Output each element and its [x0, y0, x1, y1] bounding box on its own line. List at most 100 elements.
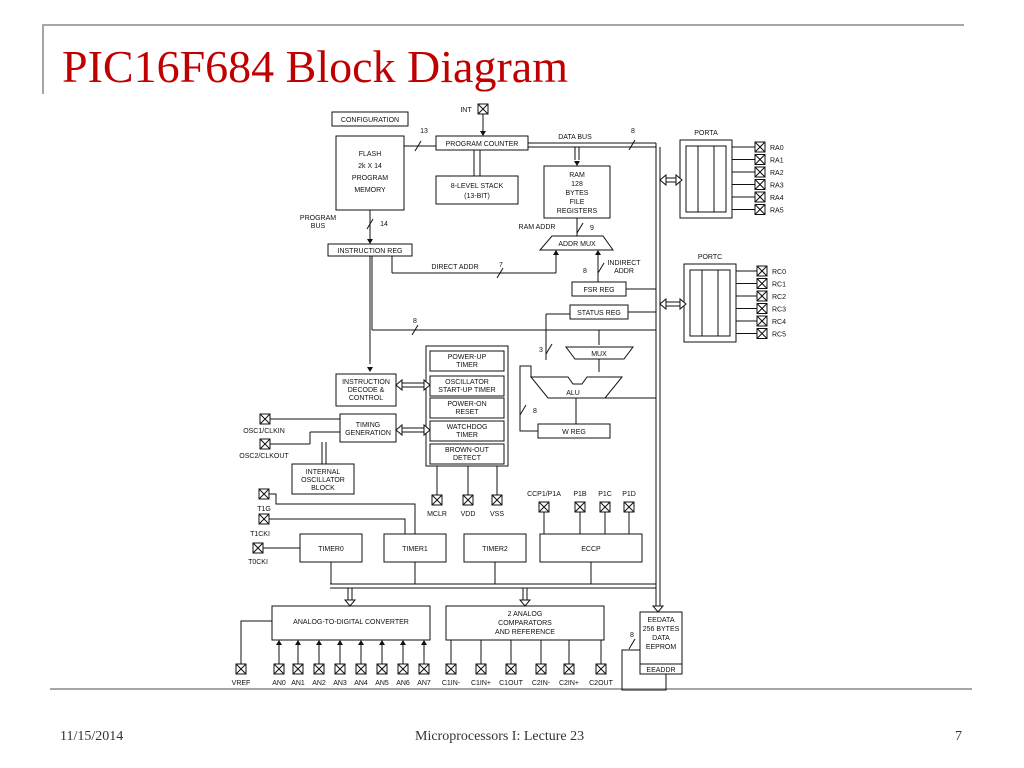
status-reg-label: STATUS REG	[577, 310, 621, 317]
comp-pin-5-label: C2OUT	[589, 680, 613, 687]
ir-decode-arrow	[367, 367, 373, 372]
comp-pin-0-label: C1IN-	[442, 680, 461, 687]
footer-lecture: Microprocessors I: Lecture 23	[415, 729, 585, 744]
instruction-decode-label-line-0: INSTRUCTION	[342, 379, 390, 386]
bus-width-8-top: 8	[631, 128, 635, 135]
analog-pin-7-cross-b	[418, 663, 430, 675]
ram-label-line-3: FILE	[570, 199, 585, 206]
indirect-addr-slash	[597, 262, 605, 274]
timing-generation-label-line-1: GENERATION	[345, 430, 391, 437]
mux-label: MUX	[591, 351, 607, 358]
portc-pin-5-label: RC5	[772, 332, 786, 339]
timing-power-link-head-l	[395, 423, 403, 437]
analog-pin-3-label: AN3	[333, 680, 347, 687]
program-bus-slash	[366, 218, 374, 230]
addr-mux-shape	[538, 235, 614, 251]
power-block-1	[429, 375, 505, 397]
analog-pin-0-cross-b	[273, 663, 285, 675]
power-block-2	[429, 397, 505, 419]
power-block-0-label-line-0: POWER-UP	[448, 354, 487, 361]
flash-pc-slash	[414, 140, 422, 152]
slide-left-rule	[42, 24, 44, 94]
analog-pin-3-arrow	[337, 640, 343, 645]
vref-wire	[240, 620, 272, 664]
portc-bus-link-head-l	[659, 297, 667, 311]
power-pin-1-label: VDD	[461, 511, 476, 518]
alu-shape	[529, 376, 624, 399]
alu-label: ALU	[566, 390, 580, 397]
power-block-0	[429, 350, 505, 372]
portc-label: PORTC	[698, 254, 722, 261]
eccp-pin-3-label: P1D	[622, 491, 636, 498]
comp-pin-1-label: C1IN+	[471, 680, 491, 687]
eeprom-label-line-3: EEPROM	[646, 644, 677, 651]
comp-pin-4-label: C2IN+	[559, 680, 579, 687]
timer2-label: TIMER2	[482, 546, 508, 553]
porta-label: PORTA	[694, 130, 718, 137]
osc1-label: OSC1/CLKIN	[243, 428, 285, 435]
comp-pin-2-cross-b	[505, 663, 517, 675]
vref-label: VREF	[232, 680, 251, 687]
t0cki-pin-cross-b	[252, 542, 264, 554]
porta-pin-3-label: RA3	[770, 183, 784, 190]
adc-bus-link-head	[343, 599, 357, 607]
slide-top-rule	[42, 24, 964, 26]
ram-box	[543, 165, 611, 219]
vref-pin-cross-b	[235, 663, 247, 675]
t1g-label: T1G	[257, 506, 271, 513]
flash-label-line-3: MEMORY	[354, 187, 386, 194]
instruction-decode-box	[335, 373, 397, 407]
power-pin-0-label: MCLR	[427, 511, 447, 518]
porta-pin-5-cross-b	[754, 204, 766, 215]
eccp-label: ECCP	[581, 546, 601, 553]
configuration-label: CONFIGURATION	[341, 117, 399, 124]
eeprom-label-line-0: EEDATA	[648, 617, 675, 624]
eeprom-addr-label: EEADDR	[646, 667, 675, 674]
osc1-pin-cross-b	[259, 413, 271, 425]
decode-power-link-head-r	[423, 378, 431, 392]
analog-pin-6-label: AN6	[396, 680, 410, 687]
porta-pin-5-label: RA5	[770, 208, 784, 215]
adc-label: ANALOG-TO-DIGITAL CONVERTER	[293, 619, 409, 626]
analog-pin-2-label: AN2	[312, 680, 326, 687]
analog-pin-0-arrow	[276, 640, 282, 645]
footer-date: 11/15/2014	[60, 729, 124, 744]
power-block-3-label-line-1: TIMER	[456, 432, 478, 439]
analog-pin-0-label: AN0	[272, 680, 286, 687]
comp-pin-4-cross-b	[563, 663, 575, 675]
timer0-box	[299, 533, 363, 563]
decode-power-link-head-l	[395, 378, 403, 392]
int-pin-cross-b	[477, 103, 489, 115]
indirect-addr-label-line-1: ADDR	[614, 268, 634, 275]
internal-osc-label-line-2: BLOCK	[311, 485, 335, 492]
t1cki-wire	[269, 518, 406, 534]
instruction-decode-label-line-1: DECODE &	[348, 387, 385, 394]
analog-pin-3-cross-b	[334, 663, 346, 675]
analog-pin-7-label: AN7	[417, 680, 431, 687]
analog-pin-4-label: AN4	[354, 680, 368, 687]
eccp-box	[539, 533, 643, 563]
porta-pin-2-cross-b	[754, 166, 766, 178]
ram-label-line-0: RAM	[569, 172, 585, 179]
power-pin-1-cross-b	[462, 494, 474, 506]
ram-bus-arrow	[574, 161, 580, 166]
power-block-0-label-line-1: TIMER	[456, 362, 478, 369]
eccp-pin-1-cross-b	[574, 501, 586, 513]
bus-width-8-fsr: 8	[583, 268, 587, 275]
t1g-pin-cross-b	[258, 488, 270, 500]
portc-pin-1-cross-b	[756, 278, 768, 289]
t0cki-label: T0CKI	[248, 559, 268, 566]
comp-bus-link-head	[518, 599, 532, 607]
timing-generation-label-line-0: TIMING	[356, 422, 381, 429]
analog-pin-5-cross-b	[376, 663, 388, 675]
comparator-label-line-1: COMPARATORS	[498, 620, 552, 627]
porta-pin-1-label: RA1	[770, 158, 784, 165]
indirect-addr-arrow	[595, 250, 601, 255]
int-pin-label: INT	[460, 107, 472, 114]
portc-pin-3-cross-b	[756, 303, 768, 314]
porta-pin-1-cross-b	[754, 154, 766, 165]
analog-pin-2-cross-b	[313, 663, 325, 675]
comp-pin-3-label: C2IN-	[532, 680, 551, 687]
bus-width-3: 3	[539, 347, 543, 354]
ram-label-line-2: BYTES	[566, 190, 589, 197]
